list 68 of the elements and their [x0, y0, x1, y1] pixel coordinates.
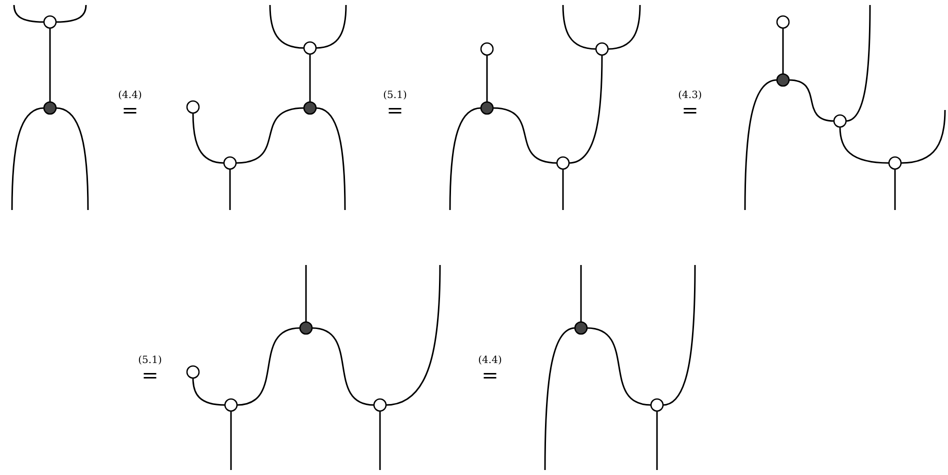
- wire: [568, 55, 603, 164]
- hollow-dot: [480, 42, 494, 56]
- hollow-dot: [650, 398, 664, 412]
- equals-sign: =: [482, 365, 498, 385]
- wire: [492, 107, 558, 164]
- wire: [236, 107, 304, 164]
- wire: [486, 55, 488, 102]
- equation-reference: (4.3): [678, 91, 702, 101]
- equation-reference: (5.1): [383, 91, 407, 101]
- wire: [13, 4, 44, 23]
- wire: [900, 110, 946, 164]
- wire: [56, 107, 89, 210]
- wire: [608, 4, 641, 50]
- wire: [309, 54, 311, 102]
- wire: [580, 265, 582, 322]
- hollow-dot: [303, 41, 317, 55]
- equals-sign: =: [386, 100, 404, 120]
- wire: [236, 327, 300, 406]
- hollow-dot: [595, 42, 609, 56]
- filled-dot: [574, 321, 588, 335]
- equals-sign: =: [122, 100, 138, 120]
- hollow-dot: [223, 156, 237, 170]
- wire: [386, 265, 441, 406]
- hollow-dot: [373, 398, 387, 412]
- wire: [782, 28, 784, 74]
- hollow-dot: [43, 15, 57, 29]
- filled-dot: [299, 321, 313, 335]
- equals-sign: =: [142, 365, 158, 385]
- wire: [56, 4, 87, 23]
- hollow-dot: [833, 114, 847, 128]
- wire: [269, 4, 304, 49]
- wire: [316, 107, 346, 210]
- equation-reference: (5.1): [138, 356, 162, 366]
- wire: [192, 378, 226, 406]
- wire: [839, 126, 890, 164]
- hollow-dot: [556, 156, 570, 170]
- filled-dot: [303, 101, 317, 115]
- wire: [586, 327, 652, 406]
- wire: [744, 79, 778, 210]
- hollow-dot: [186, 100, 200, 114]
- hollow-dot: [888, 156, 902, 170]
- hollow-dot: [224, 398, 238, 412]
- wire: [894, 169, 896, 210]
- wire: [449, 107, 482, 210]
- hollow-dot: [186, 365, 200, 379]
- filled-dot: [43, 101, 57, 115]
- equation-reference: (4.4): [478, 356, 502, 366]
- wire: [662, 265, 696, 406]
- wire: [312, 327, 374, 406]
- wire: [562, 4, 596, 50]
- wire: [788, 79, 834, 122]
- wire: [316, 4, 347, 49]
- wire: [846, 5, 871, 122]
- wire: [49, 28, 51, 102]
- hollow-dot: [776, 15, 790, 29]
- wire: [305, 265, 307, 322]
- filled-dot: [776, 73, 790, 87]
- wire: [192, 112, 224, 164]
- wire: [230, 411, 232, 470]
- filled-dot: [480, 101, 494, 115]
- equals-sign: =: [682, 100, 698, 120]
- wire: [656, 411, 658, 470]
- wire: [562, 169, 564, 210]
- wire: [229, 169, 231, 210]
- wire: [544, 327, 576, 470]
- equation-reference: (4.4): [118, 91, 142, 101]
- wire: [379, 411, 381, 470]
- wire: [11, 107, 44, 210]
